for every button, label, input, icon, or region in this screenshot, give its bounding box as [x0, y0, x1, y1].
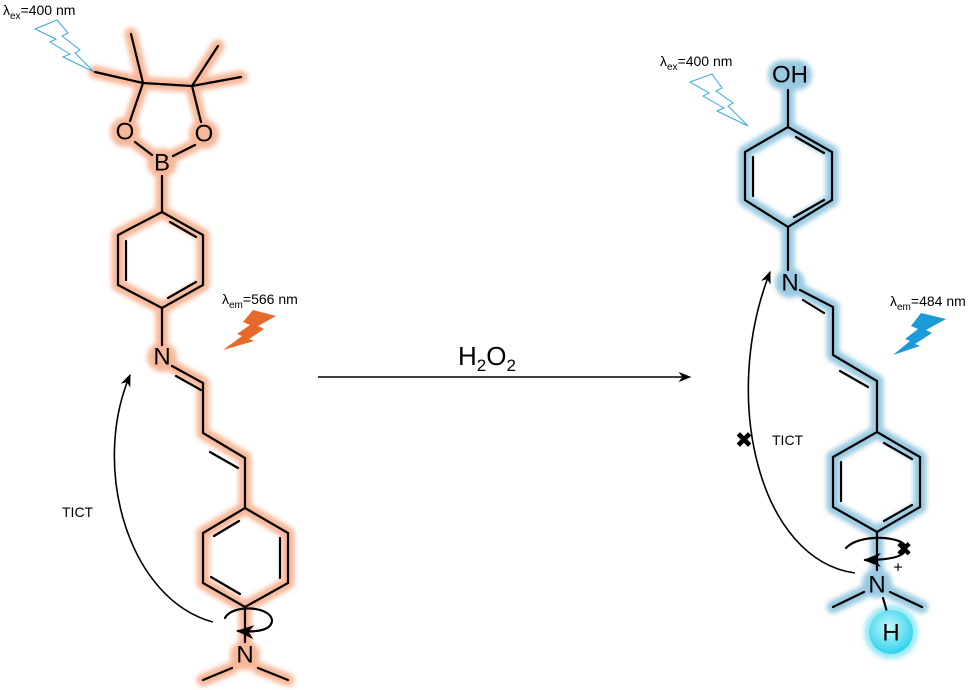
rotation-blocked-cross-icon: ✖ [896, 537, 913, 561]
atom-imine-nitrogen: N [153, 344, 170, 371]
product-emission-label: λem=484 nm [890, 293, 966, 313]
proton-circle [869, 610, 913, 654]
atom-oxygen-1: O [116, 119, 135, 146]
tict-arrow-product [747, 270, 856, 574]
atom-hydroxyl: OH [772, 62, 808, 89]
product-glow [745, 60, 922, 607]
atom-imine-nitrogen: N [781, 270, 798, 297]
positive-charge: + [893, 560, 902, 577]
product-excitation-label: λex=400 nm [660, 53, 732, 73]
reagent-label: H2O2 [458, 341, 516, 375]
excitation-bolt-icon [33, 19, 95, 73]
atom-boron: B [154, 150, 170, 177]
probe-excitation-label: λex=400 nm [3, 2, 75, 22]
excitation-bolt-icon [688, 73, 749, 127]
boronate-probe-molecule: O O B N N [93, 32, 290, 682]
rotation-arrow [223, 607, 274, 640]
tict-arrow-probe [113, 373, 214, 623]
atom-ammonium-nitrogen: N [868, 572, 885, 599]
atom-oxygen-2: O [195, 121, 214, 148]
probe-glow [95, 34, 288, 680]
atom-amine-nitrogen: N [236, 642, 253, 669]
atom-hydrogen: H [882, 620, 899, 647]
phenol-product-molecule: OH N N + H ✖ [743, 62, 924, 654]
rotation-arrow [844, 536, 908, 568]
probe-emission-label: λem=566 nm [222, 291, 298, 311]
tict-label-product: TICT [772, 432, 804, 448]
emission-bolt-icon [893, 313, 946, 355]
tict-label-probe: TICT [62, 504, 94, 520]
emission-bolt-icon [223, 310, 276, 350]
tict-blocked-cross-icon: ✖ [735, 429, 753, 454]
